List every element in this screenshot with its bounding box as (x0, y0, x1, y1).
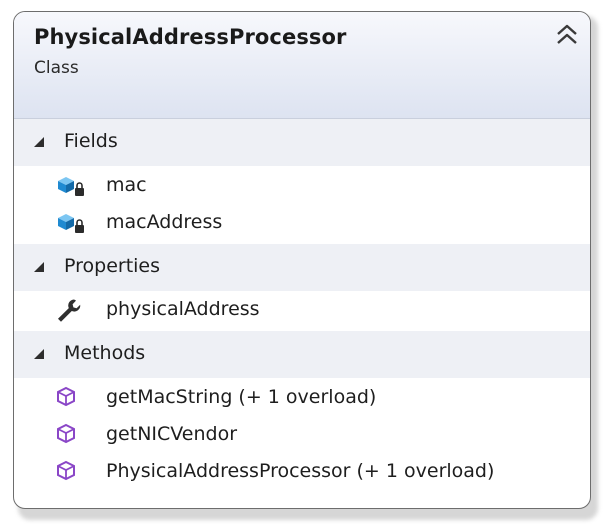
private-field-icon (58, 214, 84, 233)
section-label-properties: Properties (64, 255, 161, 277)
method-item-constructor[interactable]: PhysicalAddressProcessor (+ 1 overload) (14, 454, 590, 491)
field-name: mac (106, 174, 147, 196)
class-shape[interactable]: PhysicalAddressProcessor Class Fields ma… (13, 11, 591, 509)
method-item-getnicvendor[interactable]: getNICVendor (14, 417, 590, 454)
expand-triangle-icon (34, 349, 44, 359)
method-name: getNICVendor (106, 423, 238, 445)
collapse-button[interactable] (554, 23, 580, 47)
class-name: PhysicalAddressProcessor (34, 25, 347, 49)
expand-triangle-icon (34, 262, 44, 272)
section-header-fields[interactable]: Fields (14, 119, 590, 166)
section-label-methods: Methods (64, 342, 146, 364)
method-cube-icon (57, 423, 75, 444)
section-header-properties[interactable]: Properties (14, 244, 590, 291)
class-stereotype: Class (34, 58, 79, 78)
method-item-getmacstring[interactable]: getMacString (+ 1 overload) (14, 380, 590, 417)
field-item-macaddress[interactable]: macAddress (14, 205, 590, 242)
field-name: macAddress (106, 211, 223, 233)
method-name: PhysicalAddressProcessor (+ 1 overload) (106, 460, 495, 482)
class-header: PhysicalAddressProcessor Class (14, 12, 590, 119)
method-cube-icon (57, 460, 75, 481)
section-label-fields: Fields (64, 130, 118, 152)
property-name: physicalAddress (106, 298, 260, 320)
property-wrench-icon (58, 299, 81, 322)
method-name: getMacString (+ 1 overload) (106, 386, 377, 408)
property-item-physicaladdress[interactable]: physicalAddress (14, 292, 590, 329)
expand-triangle-icon (34, 137, 44, 147)
method-cube-icon (57, 386, 75, 407)
double-chevron-up-icon (557, 24, 577, 44)
private-field-icon (58, 177, 84, 196)
field-item-mac[interactable]: mac (14, 168, 590, 205)
section-header-methods[interactable]: Methods (14, 331, 590, 378)
